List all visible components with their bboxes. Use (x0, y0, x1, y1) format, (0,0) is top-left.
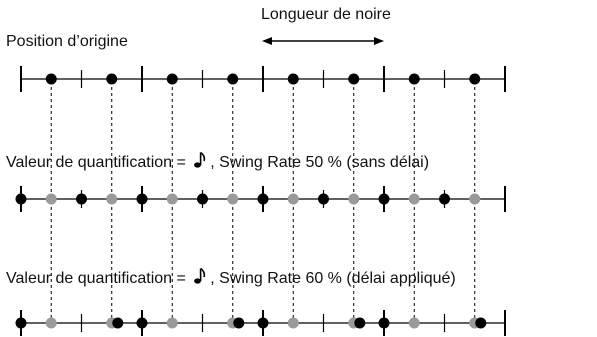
note-dot (378, 193, 390, 205)
note-dot (45, 73, 57, 85)
row-3-caption-prefix: Valeur de quantification = (6, 270, 191, 287)
note-dot (378, 317, 390, 329)
note-dot (106, 73, 118, 85)
original-position-dot (348, 193, 360, 205)
eighth-note-icon (194, 267, 206, 284)
original-position-dot (166, 317, 178, 329)
note-dot (257, 193, 269, 205)
original-position-dot (408, 193, 420, 205)
note-dot (227, 73, 239, 85)
note-dot (15, 317, 27, 329)
row-3-caption: Valeur de quantification = , Swing Rate … (6, 267, 456, 288)
note-dot (76, 193, 87, 205)
row-2-caption-suffix: , Swing Rate 50 % (sans délai) (210, 154, 430, 171)
note-dot (475, 317, 487, 329)
note-dot (408, 73, 420, 85)
note-dot (112, 317, 124, 329)
note-dot (233, 317, 245, 329)
note-dot (257, 317, 269, 329)
note-dot (287, 73, 299, 85)
original-position-dot (469, 193, 481, 205)
original-position-dot (227, 193, 239, 205)
beat-length-arrow (262, 37, 384, 45)
note-dot (136, 193, 148, 205)
eighth-note-icon (194, 151, 206, 168)
note-dot (354, 317, 366, 329)
note-dot (197, 193, 208, 205)
row-2-caption: Valeur de quantification = , Swing Rate … (6, 151, 429, 172)
row-3-caption-suffix: , Swing Rate 60 % (délai appliqué) (210, 270, 456, 287)
note-dot (469, 73, 481, 85)
original-position-dot (45, 193, 57, 205)
original-position-dot (166, 193, 178, 205)
note-dot (15, 193, 27, 205)
original-position-dot (287, 317, 299, 329)
note-dot (439, 193, 450, 205)
note-dot (348, 73, 360, 85)
note-dot (318, 193, 329, 205)
note-dot (166, 73, 178, 85)
original-position-dot (287, 193, 299, 205)
origin-label: Position d’origine (6, 33, 128, 50)
original-position-dot (408, 317, 420, 329)
note-dot (136, 317, 148, 329)
row-2-caption-prefix: Valeur de quantification = (6, 154, 191, 171)
beat-length-label: Longueur de noire (261, 6, 391, 23)
original-position-dot (106, 193, 118, 205)
original-position-dot (45, 317, 57, 329)
